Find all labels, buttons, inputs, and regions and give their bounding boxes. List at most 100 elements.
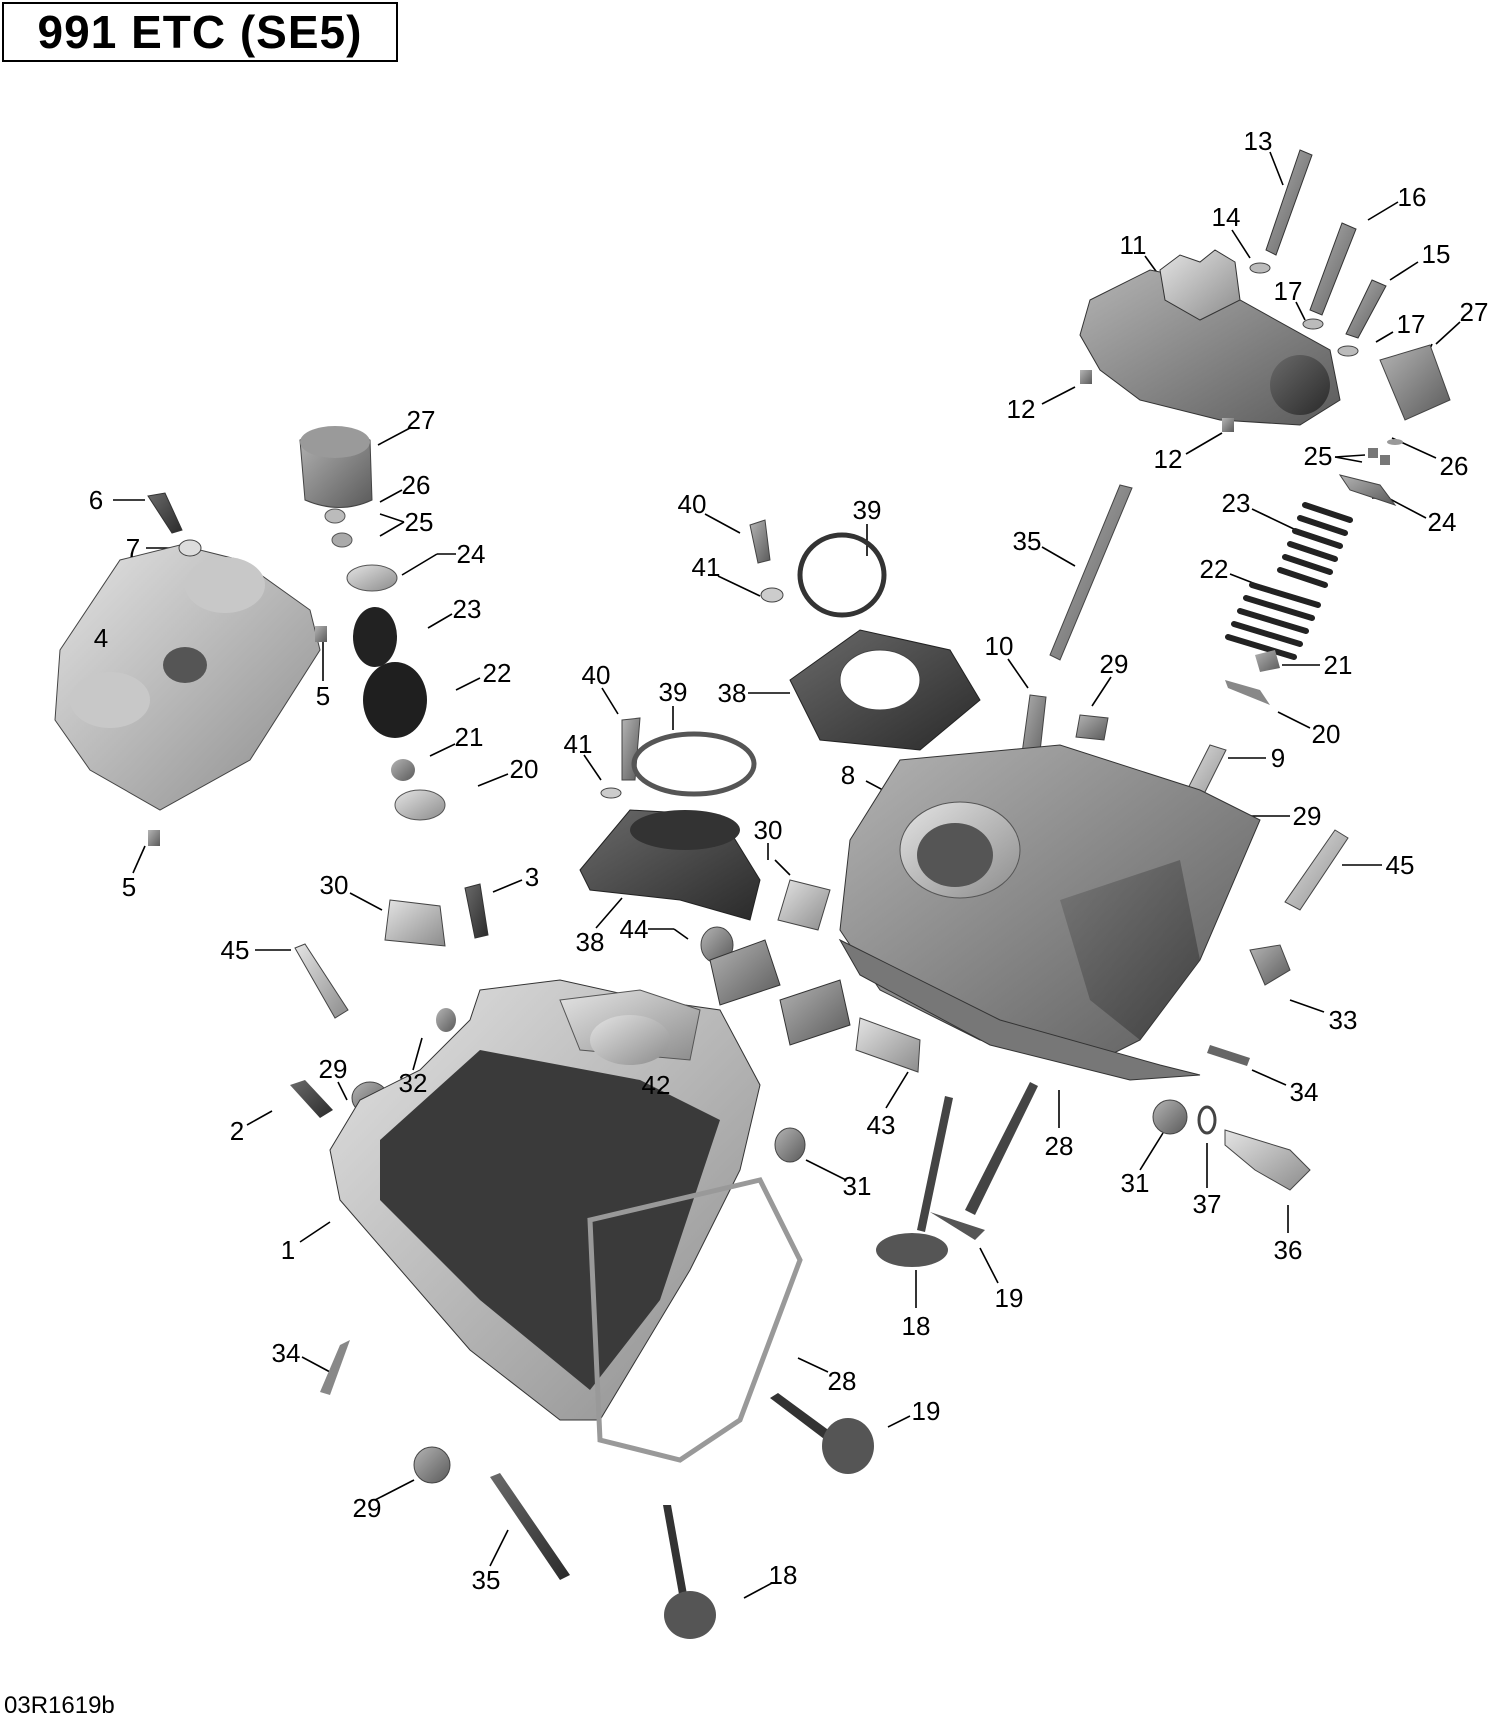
callout-36: 36 — [1273, 1235, 1303, 1265]
callout-5: 5 — [315, 681, 331, 711]
leader-line — [492, 879, 523, 893]
o-ring-37 — [1197, 1105, 1217, 1135]
leader-line — [455, 677, 481, 691]
leader-line — [246, 1110, 273, 1126]
leader-line — [1251, 508, 1297, 531]
leader-line — [349, 892, 383, 911]
bolt-6 — [147, 492, 183, 534]
valve-19-bottom-stem — [770, 1393, 842, 1448]
dowel-pin-12 — [1080, 370, 1092, 384]
callout-32: 32 — [398, 1068, 428, 1098]
leader-line — [885, 1071, 909, 1109]
callout-39: 39 — [658, 677, 688, 707]
callout-9: 9 — [1270, 743, 1286, 773]
engine-variant-title: 991 ETC (SE5) — [37, 6, 363, 58]
figure-code: 03R1619b — [4, 1692, 115, 1719]
pin-34-right — [1207, 1045, 1250, 1066]
leader-line — [412, 1037, 423, 1071]
dowel-pin-12b — [1222, 418, 1234, 432]
callout-41: 41 — [691, 552, 721, 582]
callout-17: 17 — [1273, 276, 1303, 306]
head-gasket-28-front — [838, 938, 1201, 1081]
leader-line — [301, 1356, 331, 1373]
pin-34-left — [320, 1340, 350, 1395]
callout-28: 28 — [827, 1366, 857, 1396]
callout-37: 37 — [1192, 1189, 1222, 1219]
callout-30: 30 — [319, 870, 349, 900]
leader-line — [132, 845, 146, 874]
callout-40: 40 — [581, 660, 611, 690]
leader-line — [595, 897, 623, 929]
valve-19-bottom-head — [822, 1418, 874, 1474]
leader-line — [401, 553, 438, 576]
leader-line — [979, 1247, 999, 1284]
callout-13: 13 — [1243, 126, 1273, 156]
callout-19: 19 — [911, 1396, 941, 1426]
callout-29: 29 — [1292, 801, 1322, 831]
callout-34: 34 — [1289, 1077, 1319, 1107]
cylinder-head-front-part-8 — [839, 744, 1261, 1061]
bushing-30-center — [777, 879, 831, 931]
leader-line — [1091, 676, 1112, 707]
callout-40: 40 — [677, 489, 707, 519]
leader-line — [1295, 301, 1306, 321]
callout-31: 31 — [842, 1171, 872, 1201]
leader-line — [489, 1529, 509, 1567]
temperature-sensor-36 — [1224, 1129, 1311, 1191]
leader-line — [429, 743, 456, 757]
bushing-31-center — [774, 1127, 806, 1163]
tappet-27-right — [1379, 344, 1451, 421]
callout-38: 38 — [717, 678, 747, 708]
callout-21: 21 — [1323, 650, 1353, 680]
callout-34: 34 — [271, 1338, 301, 1368]
valve-springs-22-23-right — [1225, 502, 1353, 660]
stud-35-left — [490, 1473, 570, 1580]
bushing-32 — [436, 1008, 456, 1032]
callout-12: 12 — [1006, 394, 1036, 424]
callout-10: 10 — [984, 631, 1014, 661]
leader-line — [717, 575, 761, 597]
leader-line — [377, 427, 411, 446]
callout-19: 19 — [994, 1283, 1024, 1313]
leader-line — [1231, 229, 1251, 259]
leader-line — [673, 928, 689, 940]
camshaft-cap-rear-part-11 — [1079, 249, 1341, 426]
engine-variant-title-box: 991 ETC (SE5) — [2, 2, 398, 62]
bolt-43 — [855, 1017, 921, 1073]
stud-2 — [290, 1080, 333, 1118]
leader-line — [797, 1357, 829, 1373]
leader-line — [427, 613, 453, 629]
callout-2: 2 — [229, 1116, 245, 1146]
callout-25: 25 — [1303, 441, 1333, 471]
callout-7: 7 — [125, 533, 141, 563]
callout-12: 12 — [1153, 444, 1183, 474]
callout-45: 45 — [220, 935, 250, 965]
leader-line — [1041, 386, 1076, 405]
cylinder-head-rear-part-1 — [329, 979, 761, 1421]
leader-line — [1139, 1132, 1164, 1171]
leader-line — [805, 1159, 847, 1181]
bushing-30-left — [384, 899, 446, 947]
callout-29: 29 — [1099, 649, 1129, 679]
callout-35: 35 — [471, 1565, 501, 1595]
leader-line — [477, 773, 509, 787]
leader-line — [1007, 658, 1029, 689]
leader-line — [743, 1582, 773, 1599]
leader-line — [1251, 1069, 1287, 1086]
spring-retainer-24-right — [1338, 474, 1397, 506]
leader-line — [1387, 497, 1427, 519]
callout-11: 11 — [1119, 230, 1147, 260]
callout-25: 25 — [404, 507, 434, 537]
leader-line — [379, 513, 405, 523]
bushing-31-right — [1152, 1099, 1188, 1135]
dowel-pin-5b — [148, 830, 160, 846]
leader-line — [379, 489, 403, 503]
head-gasket-28-rear — [587, 1177, 803, 1463]
leader-line — [1041, 546, 1076, 567]
callout-39: 39 — [852, 495, 882, 525]
valve-18-bottom-stem — [663, 1505, 688, 1600]
leader-line — [337, 1081, 348, 1101]
intake-adapter-38-lower — [579, 731, 761, 921]
washer-7 — [178, 539, 202, 557]
bracket-42b — [779, 979, 851, 1046]
